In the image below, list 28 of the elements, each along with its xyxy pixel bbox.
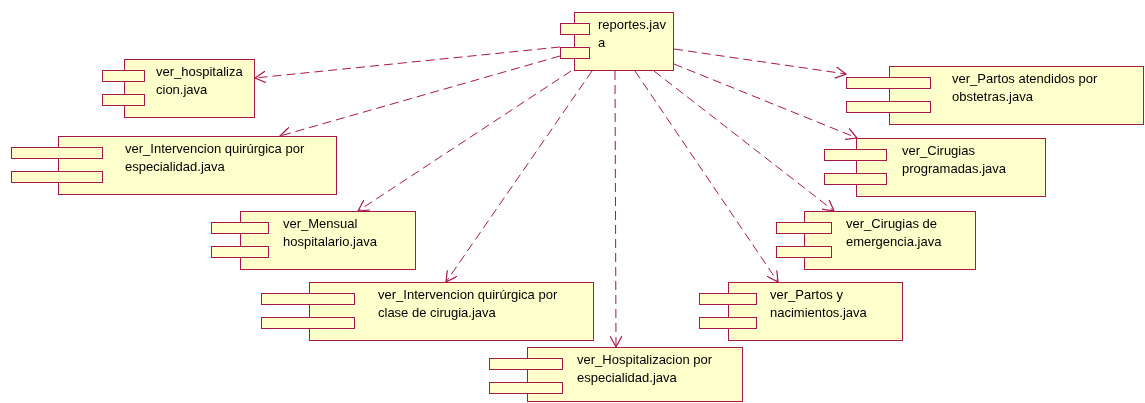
component-box bbox=[489, 347, 743, 402]
component-name: ver_hospitalizacion.java bbox=[156, 63, 244, 99]
component-box bbox=[699, 282, 903, 341]
component-name: ver_Cirugias programadas.java bbox=[902, 142, 1008, 178]
component-box bbox=[211, 211, 416, 270]
component-box bbox=[846, 66, 1144, 125]
component-box bbox=[102, 59, 255, 118]
component-box bbox=[261, 282, 594, 341]
component-name: ver_Intervencion quirúrgica por clase de cirugia.java bbox=[378, 286, 559, 322]
dependency-arrow bbox=[445, 70, 593, 283]
dependency-arrow bbox=[653, 70, 835, 212]
component-box bbox=[776, 211, 976, 270]
component-name: ver_Cirugias de emergencia.java bbox=[846, 215, 943, 251]
dependency-arrow bbox=[357, 70, 572, 212]
dependency-arrow bbox=[673, 48, 847, 79]
component-name: ver_Partos atendidos por obstetras.java bbox=[952, 70, 1099, 106]
component-box bbox=[560, 12, 674, 71]
component-name: ver_Partos y nacimientos.java bbox=[770, 286, 868, 322]
dependency-arrow bbox=[254, 46, 561, 84]
component-name: ver_Hospitalizacion por especialidad.java bbox=[577, 351, 714, 387]
component-name: ver_Intervencion quirúrgica por especialidad.java bbox=[125, 140, 306, 176]
component-name: ver_Mensual hospitalario.java bbox=[283, 215, 378, 251]
dependency-arrow bbox=[634, 70, 779, 283]
component-box bbox=[824, 138, 1046, 197]
dependency-arrow bbox=[673, 63, 858, 141]
dependency-arrow bbox=[609, 70, 623, 348]
component-box bbox=[11, 136, 337, 195]
component-name: reportes.java bbox=[598, 16, 666, 52]
